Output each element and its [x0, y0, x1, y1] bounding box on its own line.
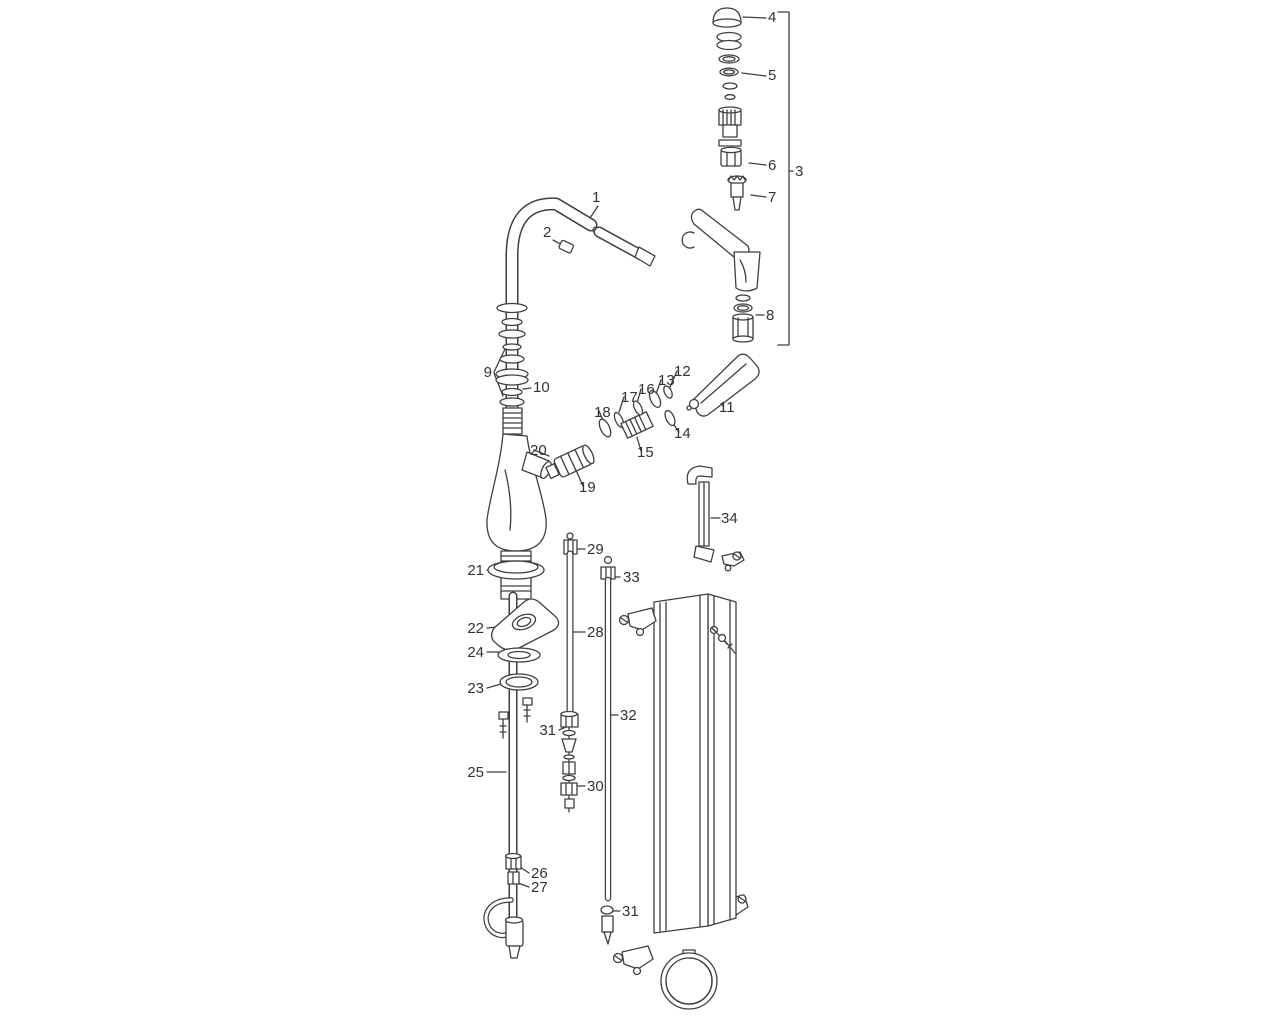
mounting-bracket-triangle	[490, 598, 560, 651]
callout-6: 6	[768, 157, 776, 174]
callout-15: 15	[637, 444, 654, 461]
callout-9: 9	[484, 364, 492, 381]
callout-14: 14	[674, 425, 691, 442]
base-seal-and-shank	[487, 550, 545, 600]
callout-31b: 31	[622, 903, 639, 920]
bracket-3	[777, 11, 794, 346]
hose-28-29	[560, 532, 579, 728]
callout-18: 18	[594, 404, 611, 421]
callout-23: 23	[467, 680, 484, 697]
callout-7: 7	[768, 189, 776, 206]
pulley-disc	[660, 949, 718, 1010]
callout-8: 8	[766, 307, 774, 324]
tail-fittings-26-27	[504, 852, 522, 885]
callout-10: 10	[533, 379, 550, 396]
callout-13: 13	[658, 372, 675, 389]
callout-19: 19	[579, 479, 596, 496]
callout-4: 4	[768, 9, 776, 26]
riser-pipe-rings	[495, 302, 529, 435]
hose-weight-hook	[483, 897, 524, 959]
callout-labels: 1 2 3 4 5 6 7 8 9 10 11 12 13 14 15 16 1…	[467, 9, 803, 920]
callout-21: 21	[467, 562, 484, 579]
clamp-bottom-left	[612, 945, 654, 976]
spout-assembly	[505, 197, 656, 445]
valve-stack-30	[560, 726, 578, 813]
callout-2: 2	[543, 224, 551, 241]
callout-30: 30	[587, 778, 604, 795]
callout-11: 11	[719, 399, 735, 416]
washer-24	[497, 647, 541, 663]
callout-3: 3	[795, 163, 803, 180]
callout-31: 31	[539, 722, 556, 739]
callout-17: 17	[621, 389, 638, 406]
callout-25: 25	[467, 764, 484, 781]
callout-22: 22	[467, 620, 484, 637]
callout-34: 34	[721, 510, 738, 527]
callout-29: 29	[587, 541, 604, 558]
clamp-screws-right-top	[721, 551, 745, 572]
callout-20: 20	[530, 442, 547, 459]
handle-assembly	[681, 7, 761, 343]
callout-26: 26	[531, 865, 548, 882]
support-rod-34	[686, 465, 715, 563]
spray-hose-parts-chain	[545, 385, 676, 480]
callout-32: 32	[620, 707, 637, 724]
ring-23	[499, 673, 539, 691]
callout-27: 27	[531, 879, 548, 896]
callout-12: 12	[674, 363, 691, 380]
mounting-plate	[653, 593, 737, 934]
callout-28: 28	[587, 624, 604, 641]
hose-32-33	[600, 555, 616, 945]
spray-head-cone	[686, 353, 760, 417]
plate-screws	[709, 625, 736, 654]
callout-16: 16	[638, 381, 655, 398]
callout-1: 1	[592, 189, 600, 206]
callout-5: 5	[768, 67, 776, 84]
callout-33: 33	[623, 569, 640, 586]
clamp-top-left	[618, 607, 657, 637]
mounting-screws	[498, 697, 533, 739]
callout-24: 24	[467, 644, 484, 661]
